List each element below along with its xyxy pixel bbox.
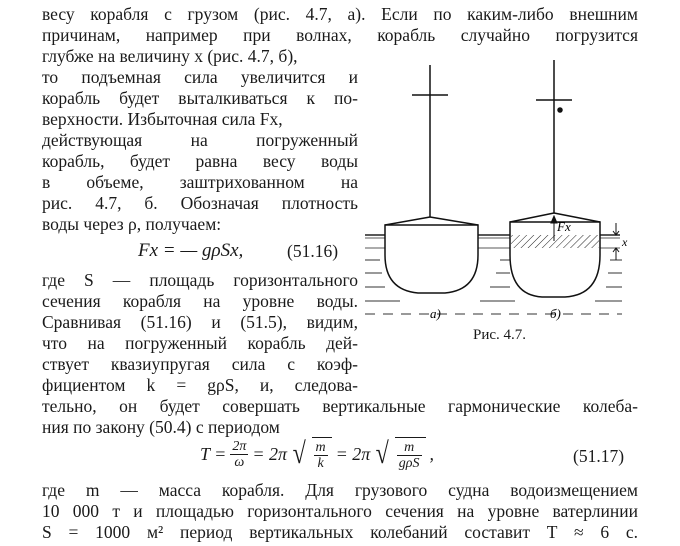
text-line: действующая на погруженный — [42, 130, 358, 150]
ship-a — [384, 65, 479, 294]
eq-part: = 2π — [252, 443, 288, 464]
fraction-den: gρS — [398, 456, 420, 471]
water-dashes — [365, 259, 622, 315]
eq-t: T = — [200, 443, 227, 464]
text-line: ствует квазиупругая сила с коэф- — [42, 354, 358, 374]
figure-ship-diagram: Fx x а) б) — [365, 60, 628, 321]
fraction-num: m — [313, 440, 328, 456]
force-arrow — [550, 214, 558, 241]
text-line: рис. 4.7, б. Обозначая плотность — [42, 193, 358, 213]
text-line: верхности. Избыточная сила Fx, — [42, 109, 283, 129]
text-line: где S — площадь горизонтального — [42, 270, 358, 290]
label-a: а) — [430, 306, 441, 321]
text-line: весу корабля с грузом (рис. 4.7, а). Есл… — [42, 4, 638, 24]
text-line: тельно, он будет совершать вертикальные … — [42, 396, 638, 416]
fraction-num: m — [396, 440, 422, 456]
fraction-den: ω — [234, 454, 245, 470]
text-line: ния по закону (50.4) с периодом — [42, 417, 280, 437]
fraction-num: 2π — [230, 438, 249, 455]
text-line: что на погруженный корабль дей- — [42, 333, 358, 353]
text-line: S = 1000 м² период вертикальных колебани… — [42, 522, 638, 542]
text-line: причинам, например при волнах, корабль с… — [42, 25, 638, 45]
radicand: m k — [311, 437, 332, 471]
text-line: сечения корабля на уровне воды. — [42, 291, 358, 311]
ship-b — [509, 60, 601, 298]
eq-part: , — [429, 443, 435, 464]
fraction: 2π ω — [230, 438, 249, 470]
equation-number: (51.17) — [573, 446, 625, 466]
radicand: m gρS — [394, 437, 426, 471]
fraction-den: k — [317, 456, 324, 471]
text-line: 10 000 т и площадью горизонтального сече… — [42, 501, 638, 521]
fraction: m k — [313, 440, 328, 471]
text-line: корабль будет выталкиваться к по- — [42, 88, 358, 108]
equation-51-16: Fx = — gρSx, — [138, 240, 244, 261]
text-line: корабль, будет равна весу воды — [42, 151, 358, 171]
text-line: фициентом k = gρS, и, следова- — [42, 375, 358, 395]
force-label: Fx — [556, 219, 571, 234]
text-line: то подъемная сила увеличится и — [42, 67, 358, 87]
text-line: где m — масса корабля. Для грузового суд… — [42, 480, 638, 500]
equation-51-17: T = 2π ω = 2π √ m k = 2π √ m gρS , — [200, 437, 434, 471]
label-b: б) — [550, 306, 561, 321]
text-line: Сравнивая (51.16) и (51.5), видим, — [42, 312, 358, 332]
equation-number: (51.16) — [287, 241, 339, 261]
depth-label: x — [621, 235, 628, 249]
depth-marker — [612, 223, 620, 260]
text-line: в объеме, заштрихованном на — [42, 172, 358, 192]
figure-caption: Рис. 4.7. — [473, 327, 527, 343]
text-line: глубже на величину x (рис. 4.7, б), — [42, 46, 298, 66]
eq-part: = 2π — [335, 443, 371, 464]
sqrt-sign: √ — [292, 437, 306, 470]
fraction: m gρS — [396, 440, 422, 471]
sqrt-sign: √ — [375, 437, 390, 470]
text-line: воды через ρ, получаем: — [42, 214, 222, 234]
